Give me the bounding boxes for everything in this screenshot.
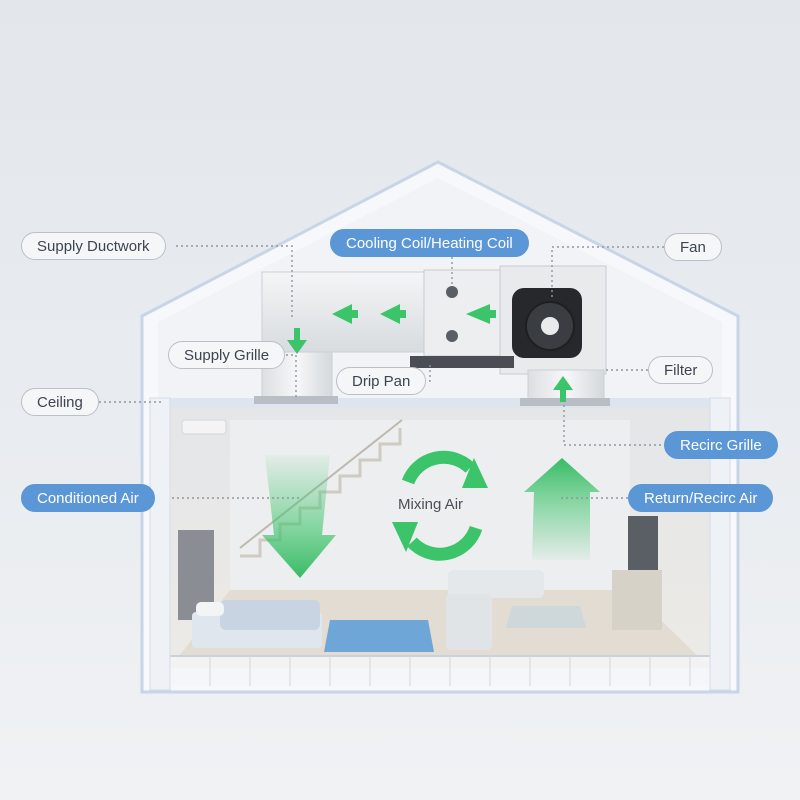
coffee-table [506,606,586,628]
leader-recirc-grille [563,404,666,446]
mixing-air-icon [401,450,483,561]
label-fan: Fan [664,233,722,261]
front-railing [170,656,710,686]
rug-blue [324,620,434,652]
label-cooling-coil: Cooling Coil/Heating Coil [330,229,529,257]
drip-pan-tray [410,356,514,368]
bed-blanket [220,600,320,630]
label-drip-pan: Drip Pan [336,367,427,395]
sofa-side [446,594,492,650]
coil-bolt-bottom [446,330,458,342]
label-supply-grille: Supply Grille [168,341,286,369]
label-return-air: Return/Recirc Air [628,484,774,512]
coil-bolt-top [446,286,458,298]
return-air-arrow [524,458,600,560]
duct-airflow-arrows [287,304,573,402]
supply-grille-plate [254,396,338,404]
label-supply-ductwork: Supply Ductwork [21,232,166,260]
right-shelf [612,570,662,630]
sofa [448,570,544,598]
conditioned-air-arrow [262,455,336,578]
wall-ac-unit [181,419,227,435]
label-mixing-air: Mixing Air [398,496,464,513]
bed-pillow [196,602,224,616]
right-tv [628,516,658,576]
label-recirc-grille: Recirc Grille [664,431,778,459]
leader-fan [551,246,664,300]
ceiling-slab [150,398,730,408]
label-ceiling: Ceiling [21,388,99,416]
label-filter: Filter [648,356,714,384]
leader-supply-ductwork [176,245,293,318]
label-conditioned-air: Conditioned Air [21,484,155,512]
